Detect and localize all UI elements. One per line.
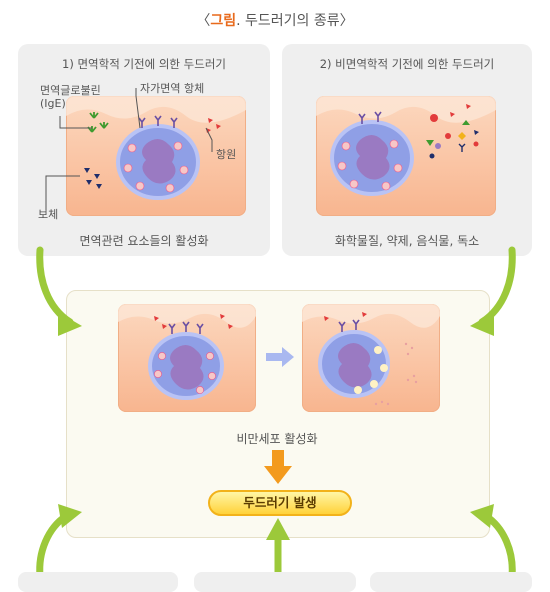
- tissue-surface: [118, 304, 256, 328]
- released-granule: [380, 364, 388, 372]
- granule: [208, 372, 216, 380]
- right-arrow-shape: [266, 347, 294, 367]
- granule: [165, 183, 175, 193]
- result-urticaria-badge: 두드러기 발생: [208, 490, 352, 516]
- granule: [389, 139, 399, 149]
- chemical-particle: [462, 120, 470, 125]
- antigen-particle: [154, 316, 159, 321]
- ige-antibody: [89, 112, 99, 119]
- granule: [179, 165, 189, 175]
- granule: [158, 352, 166, 360]
- panel-bottom-right-partial: [370, 572, 532, 592]
- cell-nucleus: [170, 345, 204, 390]
- tissue-surface: [316, 96, 496, 123]
- tissue-surface: [66, 96, 246, 123]
- granule: [349, 179, 359, 189]
- granule: [381, 181, 391, 191]
- label-ige-line2: (IgE): [40, 97, 66, 110]
- granule: [154, 370, 162, 378]
- chemical-particle: [445, 133, 451, 139]
- right-arrow-icon: [266, 347, 294, 367]
- granule: [206, 352, 214, 360]
- antigen-particle: [362, 312, 367, 317]
- label-ige-line1: 면역글로불린: [40, 84, 101, 97]
- cell-nucleus: [338, 343, 372, 388]
- title-accent: 그림: [210, 13, 237, 29]
- tissue-surface: [302, 304, 440, 328]
- down-arrow-icon: [264, 450, 292, 484]
- chemical-particle: [474, 130, 479, 135]
- chemical-particle: [458, 143, 466, 152]
- granule: [173, 141, 183, 151]
- granule: [337, 161, 347, 171]
- chemical-particle: [458, 132, 466, 140]
- chemical-particle: [473, 141, 479, 147]
- granule: [341, 141, 351, 151]
- antigen-particle: [206, 128, 211, 133]
- chemical-particle: [450, 112, 455, 117]
- tissue-before-activation: [118, 304, 256, 412]
- caption-mast-cell-activation: 비만세포 활성화: [236, 432, 318, 446]
- label-autoantibody: 자가면역 항체: [140, 82, 205, 95]
- panel-bottom-center-partial: [194, 572, 356, 592]
- mast-cell-after-illustration: [302, 304, 440, 406]
- title-rest: . 두드러기의 종류〉: [236, 13, 354, 29]
- receptor: [358, 113, 366, 124]
- complement-particle: [86, 180, 92, 185]
- arrow-bottom-left: [36, 512, 70, 580]
- chemical-particle: [426, 140, 434, 146]
- complement-particle: [84, 168, 90, 173]
- receptor: [170, 117, 178, 128]
- tissue-nonimmunologic: [316, 96, 496, 216]
- antigen-particle: [208, 118, 213, 123]
- antigen-particle: [216, 124, 221, 129]
- released-granule: [370, 380, 378, 388]
- ige-antibody: [99, 122, 109, 129]
- chemical-particle: [429, 153, 435, 159]
- released-granule: [374, 346, 382, 354]
- panel-nonimmunologic-heading: 2) 비면역학적 기전에 의한 두드러기: [319, 57, 495, 71]
- granule: [135, 181, 145, 191]
- tissue-after-activation: [302, 304, 440, 412]
- mediator-dots: [374, 342, 418, 406]
- complement-particle: [94, 174, 100, 179]
- receptor: [338, 321, 346, 332]
- released-granule: [354, 386, 362, 394]
- cell-nucleus: [356, 135, 390, 180]
- cell-nucleus: [142, 139, 176, 184]
- antigen-particle: [220, 314, 225, 319]
- chemical-particle: [466, 104, 471, 109]
- receptor: [352, 319, 360, 330]
- ige-antibody: [87, 126, 97, 133]
- chemical-particle: [430, 114, 438, 122]
- receptor: [374, 111, 382, 122]
- receptor: [154, 115, 162, 126]
- receptor: [168, 323, 176, 334]
- antigen-particle: [324, 316, 329, 321]
- caption-nonimmunologic: 화학물질, 약제, 음식물, 독소: [334, 234, 480, 248]
- title-bracket-open: 〈: [196, 13, 211, 29]
- mast-cell-before-illustration: [118, 304, 256, 400]
- mast-cell-nonimmunologic-illustration: [316, 96, 496, 196]
- granule: [196, 386, 204, 394]
- label-complement: 보체: [38, 208, 59, 221]
- label-antigen: 항원: [216, 148, 237, 161]
- panel-bottom-left-partial: [18, 572, 178, 592]
- down-arrow-shape: [264, 450, 292, 484]
- granule: [127, 143, 137, 153]
- complement-particle: [96, 184, 102, 189]
- granule: [393, 163, 403, 173]
- chemical-particle: [435, 143, 441, 149]
- receptor: [196, 323, 204, 334]
- mast-cell-immunologic-illustration: [66, 96, 246, 200]
- antigen-particle: [228, 324, 233, 329]
- ige-antibody-group: [87, 112, 109, 133]
- antigen-particle: [162, 324, 167, 329]
- figure-title: 〈그림. 두드러기의 종류〉: [0, 10, 550, 30]
- caption-immunologic: 면역관련 요소들의 활성화: [79, 234, 209, 248]
- receptor: [182, 321, 190, 332]
- panel-immunologic-heading: 1) 면역학적 기전에 의한 두드러기: [62, 57, 226, 71]
- granule: [123, 163, 133, 173]
